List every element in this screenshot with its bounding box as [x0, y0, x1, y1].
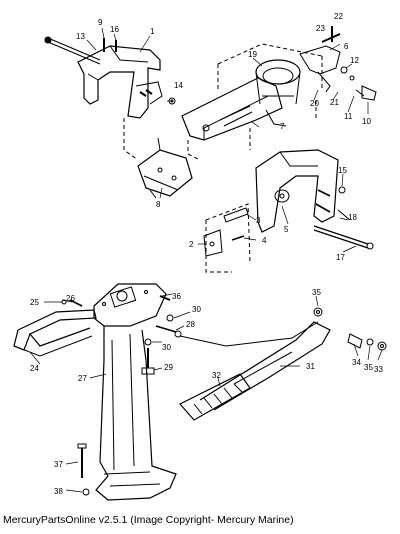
callout-35-top: 35	[312, 288, 321, 297]
callout-23: 23	[316, 24, 325, 33]
callout-18: 18	[348, 213, 357, 222]
dashed-links	[123, 100, 317, 161]
callout-15: 15	[338, 166, 347, 175]
callout-10: 10	[362, 117, 371, 126]
callout-20: 20	[310, 99, 319, 108]
copyright-caption: MercuryPartsOnline v2.5.1 (Image Copyrig…	[3, 514, 294, 526]
leader-tiller	[179, 321, 319, 347]
callout-3: 3	[256, 216, 261, 225]
callout-14: 14	[174, 81, 183, 90]
dashed-group-upper	[217, 43, 323, 92]
callout-28: 28	[186, 320, 195, 329]
callout-38: 38	[54, 487, 63, 496]
callout-37: 37	[54, 460, 63, 469]
callout-30-upper: 30	[192, 305, 201, 314]
callout-17: 17	[336, 253, 345, 262]
driveshaft-housing	[93, 283, 177, 501]
callout-32: 32	[212, 371, 221, 380]
callout-7: 7	[280, 122, 285, 131]
callout-19: 19	[248, 50, 257, 59]
callout-4: 4	[262, 236, 267, 245]
callout-25: 25	[30, 298, 39, 307]
clamp-hardware	[299, 26, 377, 101]
callout-11: 11	[344, 112, 353, 121]
callout-33: 33	[374, 365, 383, 374]
callout-29: 29	[164, 363, 173, 372]
callout-16: 16	[110, 25, 119, 34]
lower-hardware	[61, 295, 182, 496]
pin-17	[313, 225, 374, 250]
callout-22: 22	[334, 12, 343, 21]
callout-5: 5	[284, 225, 289, 234]
callout-6: 6	[344, 42, 349, 51]
upper-bracket-left	[44, 36, 163, 119]
callout-labels: 1 2 3 4 5 6 7 8 9 10 11 12 13 14 15 16 1…	[30, 12, 383, 496]
clamp-bracket-right	[255, 149, 351, 233]
callout-12: 12	[350, 56, 359, 65]
callout-24: 24	[30, 364, 39, 373]
callout-31: 31	[306, 362, 315, 371]
callout-36: 36	[172, 292, 181, 301]
leader-lines	[29, 27, 383, 493]
callout-2: 2	[189, 240, 194, 249]
callout-1: 1	[150, 27, 155, 36]
callout-27: 27	[78, 374, 87, 383]
callout-9: 9	[98, 18, 103, 27]
callout-30-lower: 30	[162, 343, 171, 352]
callout-34: 34	[352, 358, 361, 367]
callout-13: 13	[76, 32, 85, 41]
tilt-lever	[203, 207, 249, 257]
swivel-bracket	[181, 59, 301, 141]
callout-21: 21	[330, 98, 339, 107]
callout-8: 8	[156, 200, 161, 209]
dashed-group-middle	[205, 203, 251, 273]
handle-24	[13, 309, 97, 357]
tilt-lock-plate	[137, 137, 193, 199]
callout-26: 26	[66, 294, 75, 303]
callout-35-right: 35	[364, 363, 373, 372]
